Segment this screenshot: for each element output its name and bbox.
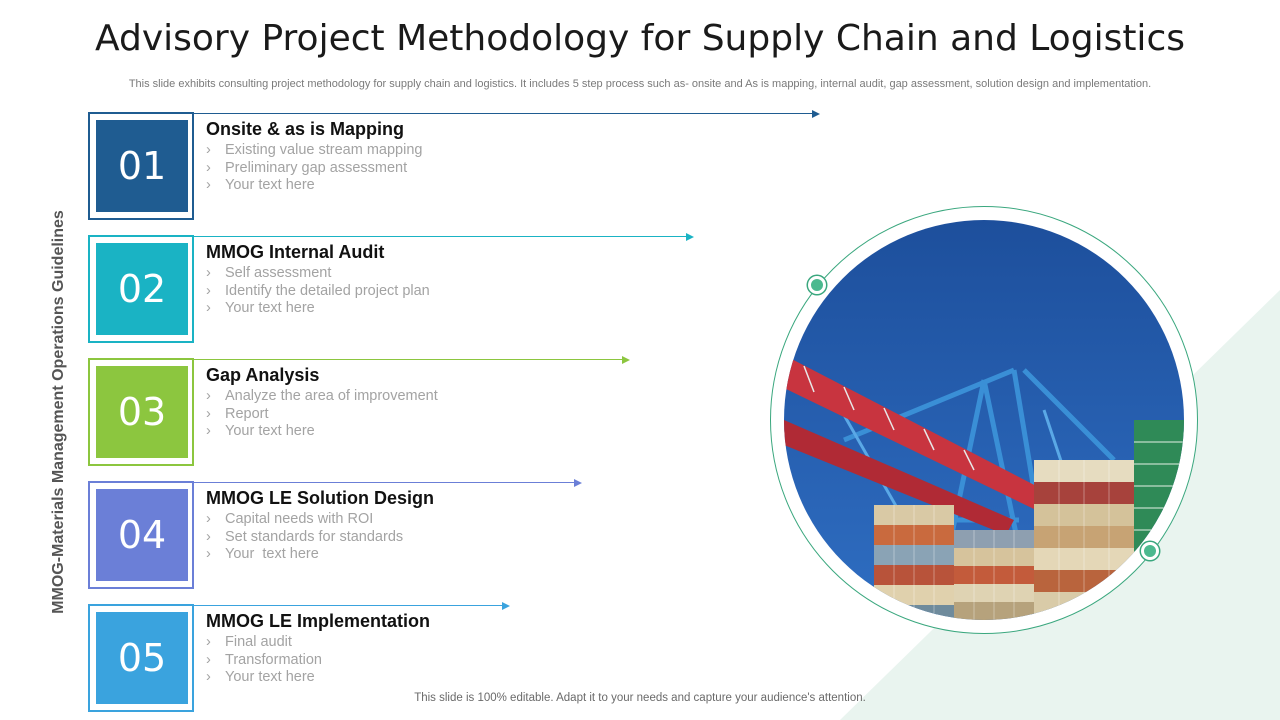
step-title: MMOG LE Implementation (206, 611, 431, 631)
bullet-item: ›Your text here (206, 546, 319, 563)
bullet-item: ›Transformation (206, 651, 322, 668)
step-2: 02 MMOG Internal Audit ›Self assessment … (88, 233, 788, 345)
bullet-item: ›Report (206, 405, 269, 422)
chevron-right-icon: › (206, 282, 211, 299)
step-number: 03 (96, 366, 188, 458)
bullet-item: ›Preliminary gap assessment (206, 159, 408, 176)
step-bullets: ›Self assessment ›Identify the detailed … (206, 265, 430, 318)
bullet-item: ›Your text here (206, 177, 315, 194)
step-bullets: ›Capital needs with ROI ›Set standards f… (206, 511, 403, 564)
step-bullets: ›Existing value stream mapping ›Prelimin… (206, 142, 422, 195)
step-title: MMOG Internal Audit (206, 242, 385, 262)
bullet-item: ›Set standards for standards (206, 528, 404, 545)
step-bracket-right (192, 358, 194, 464)
bullet-item: ›Existing value stream mapping (206, 142, 423, 158)
chevron-right-icon: › (206, 651, 211, 668)
ring-dot (808, 276, 826, 294)
chevron-right-icon: › (206, 265, 211, 281)
step-bracket (88, 604, 194, 712)
ring-dot (1141, 542, 1159, 560)
bullet-item: ›Identify the detailed project plan (206, 282, 430, 299)
step-5: 05 MMOG LE Implementation ›Final audit ›… (88, 602, 788, 714)
container-port-photo-icon (784, 220, 1184, 620)
step-title: Onsite & as is Mapping (206, 119, 405, 139)
step-title: MMOG LE Solution Design (206, 488, 434, 508)
step-bullets: ›Final audit ›Transformation ›Your text … (206, 634, 322, 687)
step-number: 01 (96, 120, 188, 212)
bullet-item: ›Analyze the area of improvement (206, 388, 438, 404)
step-number: 05 (96, 612, 188, 704)
step-1: 01 Onsite & as is Mapping ›Existing valu… (88, 110, 820, 222)
chevron-right-icon: › (206, 388, 211, 404)
step-bracket-right (192, 604, 194, 710)
step-number: 02 (96, 243, 188, 335)
step-arrow (192, 602, 510, 610)
step-bracket (88, 235, 194, 343)
chevron-right-icon: › (206, 405, 211, 422)
step-arrow (192, 110, 820, 118)
bullet-item: ›Final audit (206, 634, 292, 650)
page-title: Advisory Project Methodology for Supply … (94, 18, 1185, 59)
step-4: 04 MMOG LE Solution Design ›Capital need… (88, 479, 788, 591)
step-bracket-right (192, 112, 194, 218)
step-bracket (88, 358, 194, 466)
chevron-right-icon: › (206, 546, 211, 563)
step-title: Gap Analysis (206, 365, 320, 385)
side-label: MMOG-Materials Management Operations Gui… (50, 210, 67, 614)
page-subtitle: This slide exhibits consulting project m… (128, 78, 1152, 90)
chevron-right-icon: › (206, 177, 211, 194)
step-arrow (192, 479, 582, 487)
bullet-item: ›Self assessment (206, 265, 332, 281)
step-number: 04 (96, 489, 188, 581)
step-arrow (192, 233, 694, 241)
step-bracket-right (192, 235, 194, 341)
footer-note: This slide is 100% editable. Adapt it to… (414, 692, 866, 704)
bullet-item: ›Your text here (206, 423, 315, 440)
bullet-item: ›Capital needs with ROI (206, 511, 374, 527)
chevron-right-icon: › (206, 511, 211, 527)
step-bullets: ›Analyze the area of improvement ›Report… (206, 388, 438, 441)
step-bracket (88, 481, 194, 589)
bullet-item: ›Your text here (206, 300, 315, 317)
step-3: 03 Gap Analysis ›Analyze the area of imp… (88, 356, 788, 468)
chevron-right-icon: › (206, 159, 211, 176)
chevron-right-icon: › (206, 669, 211, 686)
step-arrow (192, 356, 630, 364)
chevron-right-icon: › (206, 634, 211, 650)
step-bracket (88, 112, 194, 220)
chevron-right-icon: › (206, 142, 211, 158)
step-bracket-right (192, 481, 194, 587)
chevron-right-icon: › (206, 300, 211, 317)
bullet-item: ›Your text here (206, 669, 315, 686)
chevron-right-icon: › (206, 423, 211, 440)
chevron-right-icon: › (206, 528, 211, 545)
